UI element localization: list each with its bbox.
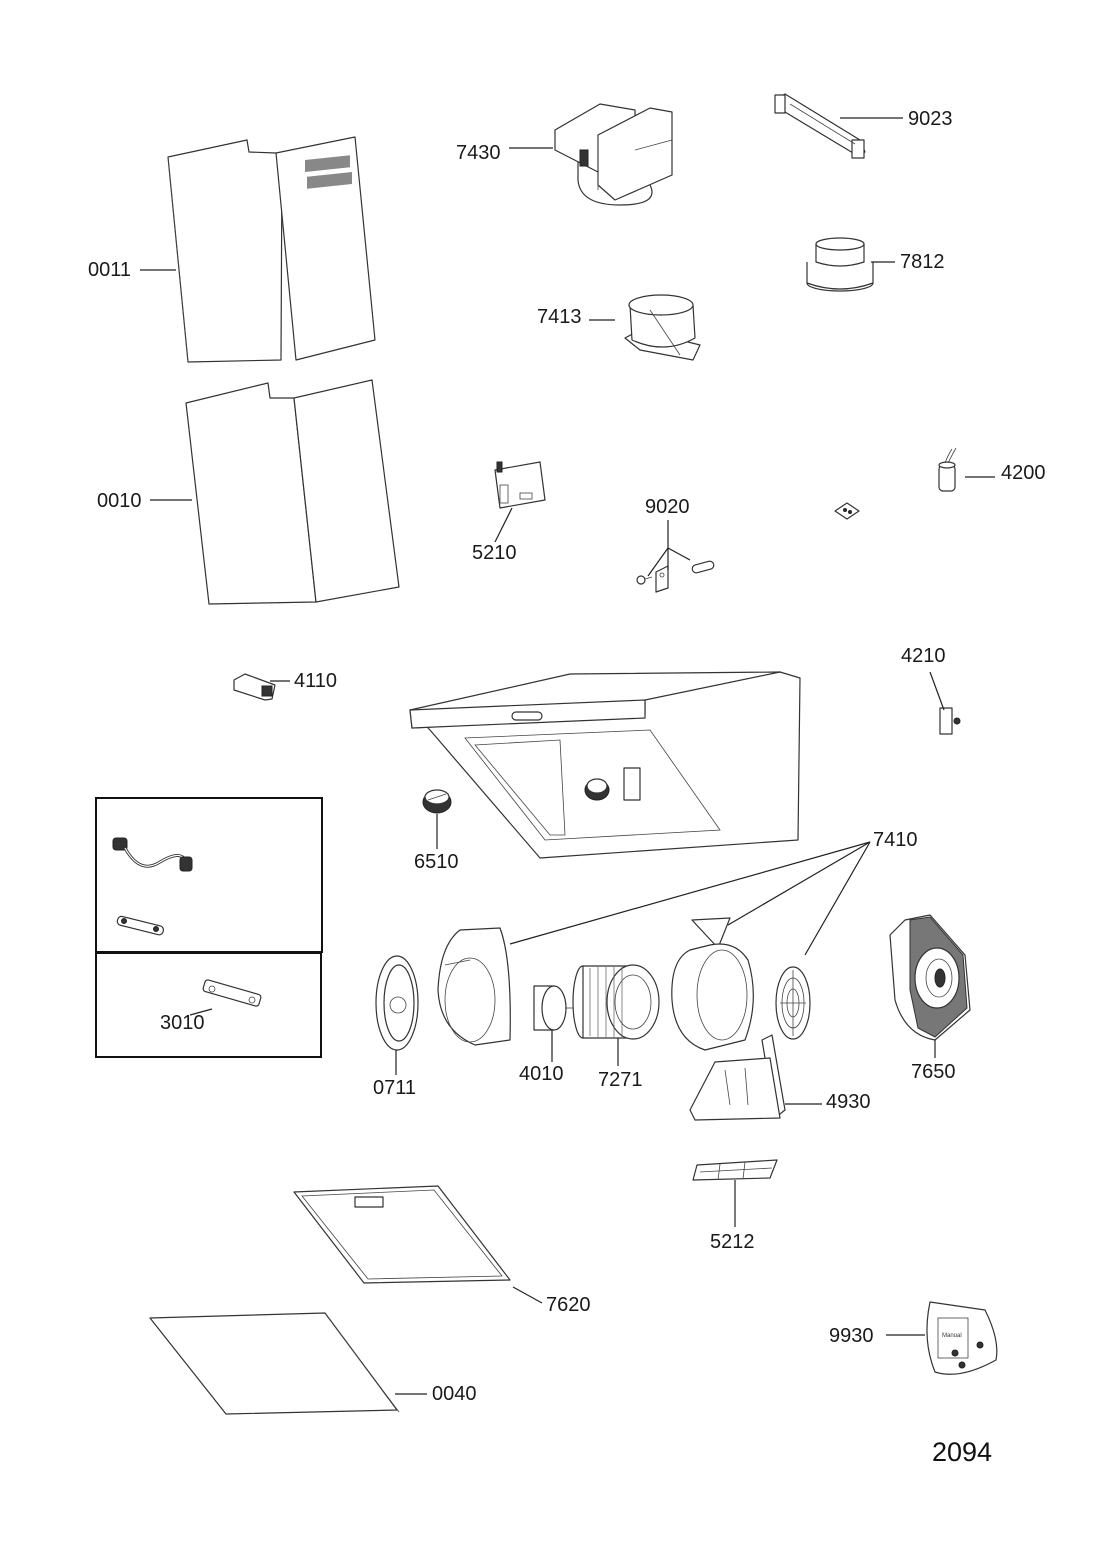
- part-4930-motor-support: [689, 1034, 786, 1121]
- part-4210-connector: [939, 707, 961, 735]
- part-7410-blower-half-left: [437, 927, 511, 1046]
- part-7410-grille: [775, 966, 811, 1040]
- label-part-7410: 7410: [873, 829, 918, 851]
- label-part-4930: 4930: [826, 1091, 871, 1113]
- part-3010-lamp-holder: [202, 979, 262, 1007]
- label-part-6510: 6510: [414, 851, 459, 873]
- label-part-7620: 7620: [546, 1294, 591, 1316]
- sub-assembly-box-lower: [95, 952, 322, 1058]
- label-part-7413: 7413: [537, 306, 582, 328]
- part-7413-outlet-flange: [624, 294, 701, 361]
- label-part-4110: 4110: [294, 670, 338, 692]
- part-7410-blower-half-right: [671, 917, 754, 1051]
- part-4200-capacitor: [938, 447, 957, 492]
- label-part-3010: 3010: [160, 1012, 205, 1034]
- label-part-7430: 7430: [456, 142, 501, 164]
- part-7430-duct-adapter: [554, 103, 673, 206]
- leader-lines: [140, 117, 995, 1395]
- part-7812-reducer: [806, 237, 874, 292]
- bag-manual-text: Manual: [942, 1333, 962, 1339]
- lamp-clip: [116, 915, 165, 936]
- part-6510-knob: [422, 789, 452, 814]
- label-part-0040: 0040: [432, 1383, 477, 1405]
- part-9020-fixing-kit: [636, 560, 715, 593]
- part-hood-body: [409, 671, 801, 859]
- part-0040-glass-panel: [149, 1312, 400, 1415]
- label-part-9023: 9023: [908, 108, 953, 130]
- label-part-7812: 7812: [900, 251, 945, 273]
- label-part-4210: 4210: [901, 645, 946, 667]
- part-7271-fan-wheel: [572, 964, 660, 1040]
- vent-slots: [305, 155, 352, 189]
- sub-assembly-box-upper: [95, 797, 323, 953]
- part-7620-grease-filter: [293, 1185, 511, 1284]
- part-9023-wall-bracket: [774, 93, 866, 159]
- part-0011-upper-chimney: [167, 136, 376, 363]
- label-part-0011: 0011: [88, 259, 132, 281]
- label-part-5210: 5210: [472, 542, 517, 564]
- label-part-4200: 4200: [1001, 462, 1046, 484]
- part-4010-motor: [533, 985, 575, 1031]
- part-5210-control-board: [494, 461, 546, 509]
- part-9930-accessory-bag: Manual: [926, 1301, 998, 1375]
- wiring-harness: [112, 837, 193, 872]
- page-number: 2094: [932, 1437, 993, 1467]
- label-part-5212: 5212: [710, 1231, 755, 1253]
- part-7650-carbon-filter: [889, 914, 971, 1041]
- label-part-7650: 7650: [911, 1061, 956, 1083]
- label-part-0010: 0010: [97, 490, 142, 512]
- part-4110-switch: [233, 673, 276, 701]
- label-part-9930: 9930: [829, 1325, 874, 1347]
- label-part-9020: 9020: [645, 496, 690, 518]
- part-0711-cover-plate: [375, 955, 419, 1051]
- label-part-4010: 4010: [519, 1063, 564, 1085]
- label-part-0711: 0711: [373, 1077, 417, 1099]
- part-0010-lower-chimney: [185, 379, 400, 605]
- part-small-clip: [834, 502, 860, 520]
- part-5212-control-panel: [692, 1159, 778, 1181]
- label-part-7271: 7271: [598, 1069, 643, 1091]
